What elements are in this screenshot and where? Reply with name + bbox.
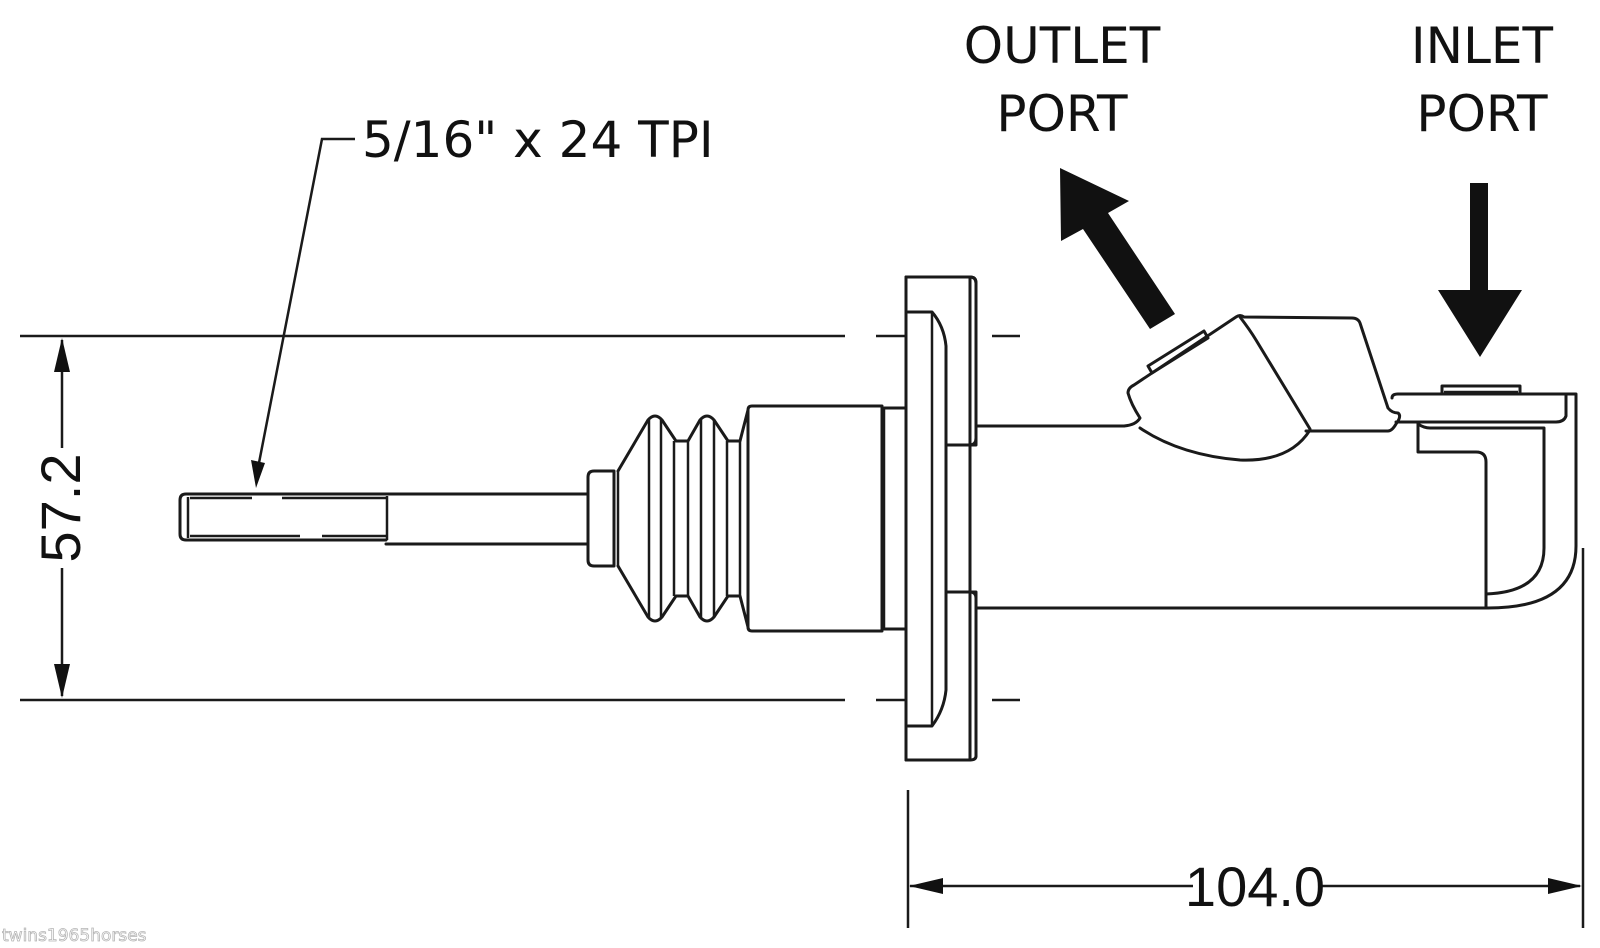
inlet-label-line2: PORT [1416, 85, 1548, 143]
length-dimension-value: 104.0 [1185, 855, 1325, 918]
arrowhead-down [54, 664, 70, 698]
arrowhead-up [54, 338, 70, 372]
cylinder-body [974, 314, 1578, 610]
mounting-flange [904, 275, 978, 762]
height-dimension: 57.2 [29, 338, 92, 698]
leader-arrowhead [251, 460, 265, 488]
rubber-boot [586, 408, 750, 629]
length-dimension: 104.0 [906, 548, 1585, 928]
arrowhead-left [909, 878, 943, 894]
height-dimension-value: 57.2 [29, 454, 92, 563]
watermark: twins1965horses [2, 926, 147, 946]
push-rod [178, 492, 590, 546]
outlet-label-line2: PORT [996, 85, 1128, 143]
outlet-label-line1: OUTLET [964, 17, 1161, 75]
arrowhead-right [1548, 878, 1582, 894]
outlet-arrow-icon [1060, 168, 1175, 329]
inlet-arrow-icon [1438, 183, 1522, 357]
boot-collar [746, 404, 908, 633]
thread-callout: 5/16" x 24 TPI [251, 111, 714, 488]
inlet-label-line1: INLET [1411, 17, 1554, 75]
thread-spec-label: 5/16" x 24 TPI [362, 111, 714, 169]
